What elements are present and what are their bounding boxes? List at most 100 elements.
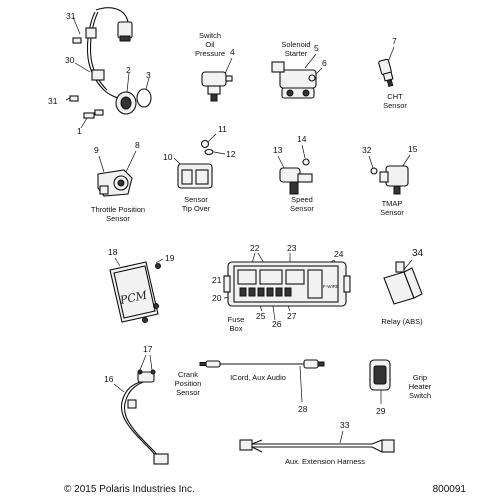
callout-5: 5 — [314, 43, 319, 53]
crank-connector — [153, 453, 169, 465]
caption-solenoid: Solenoid — [281, 40, 310, 49]
cht-sensor-group: 7 CHT Sensor — [378, 36, 407, 110]
leader — [299, 365, 303, 403]
mini-fuse — [275, 287, 283, 297]
callout-14: 14 — [297, 134, 307, 144]
leader — [368, 155, 374, 169]
caption-oil: Oil — [205, 40, 215, 49]
speed-sensor-head — [279, 167, 301, 183]
speed-sensor-flange — [297, 173, 313, 183]
leader — [277, 155, 285, 169]
leader — [139, 354, 147, 371]
callout-33: 33 — [340, 420, 350, 430]
callout-27: 27 — [287, 311, 297, 321]
callout-3: 3 — [146, 70, 151, 80]
tip-over-nut — [200, 139, 210, 149]
crank-screw — [137, 369, 143, 375]
callout-25: 25 — [256, 311, 266, 321]
leader — [207, 133, 217, 143]
caption-aux-harness: Aux. Extension Harness — [285, 457, 365, 466]
caption-starter: Starter — [285, 49, 308, 58]
callout-34: 34 — [412, 248, 424, 259]
caption-position: Position — [175, 379, 202, 388]
tip-over-plug — [181, 169, 193, 185]
pcm-screw — [142, 317, 148, 323]
tmap-sensor-group: 32 15 TMAP Sensor — [362, 144, 418, 217]
relay-abs-group: 34 Relay (ABS) — [381, 248, 423, 326]
callout-22: 22 — [250, 243, 260, 253]
tmap-flange — [379, 171, 389, 183]
callout-23: 23 — [287, 243, 297, 253]
fuse-slot — [259, 269, 283, 285]
caption-tip-over: Tip Over — [182, 204, 211, 213]
switch-hex — [207, 85, 221, 95]
leader — [301, 144, 306, 159]
caption-heater: Heater — [409, 382, 432, 391]
figure-number: 800091 — [433, 484, 467, 495]
pcm-inner-edge — [113, 265, 156, 319]
callout-10: 10 — [163, 152, 173, 162]
caption-cht: CHT — [387, 92, 403, 101]
caption-switch: Switch — [199, 31, 221, 40]
leader — [80, 117, 88, 129]
callout-26: 26 — [272, 319, 282, 329]
callout-16: 16 — [104, 374, 114, 384]
aux-harness-split-left — [251, 439, 263, 453]
callout-15: 15 — [408, 144, 418, 154]
aux-plug-right — [303, 359, 319, 369]
callout-8: 8 — [135, 140, 140, 150]
tip-over-plug-2 — [195, 169, 209, 185]
relay-side — [403, 267, 423, 299]
leader — [65, 97, 71, 101]
caption-crank-sensor: Sensor — [176, 388, 200, 397]
fuse-box-group: 22 23 24 21 20 25 26 27 F-WIRE Fuse Box — [212, 243, 351, 333]
pcm-label: PCM — [118, 288, 149, 307]
aux-harness-split-right — [371, 439, 383, 453]
callout-31b: 31 — [48, 96, 58, 106]
callout-9: 9 — [94, 145, 99, 155]
leader — [387, 46, 395, 63]
callout-4: 4 — [230, 47, 235, 57]
caption-crank: Crank — [178, 370, 198, 379]
fuse-slot — [285, 269, 305, 285]
nut — [308, 74, 316, 82]
fuse-slot — [237, 269, 257, 285]
callout-29: 29 — [376, 406, 386, 416]
mini-fuse — [266, 287, 274, 297]
crank-clip — [127, 399, 137, 409]
callout-20: 20 — [212, 293, 222, 303]
pcm-group: 18 19 PCM — [108, 247, 175, 323]
caption-throttle-sensor: Sensor — [106, 214, 130, 223]
harness-clip — [85, 27, 97, 39]
switch-terminal — [225, 75, 233, 82]
oil-pressure-switch-group: Switch Oil Pressure 4 — [195, 31, 235, 102]
aux-pin-left — [199, 362, 207, 366]
grip-heater-switch-group: 29 Grip Heater Switch — [369, 359, 432, 416]
speed-sensor-group: 13 14 Speed Sensor — [273, 134, 314, 213]
callout-12: 12 — [226, 149, 236, 159]
speed-sensor-screw — [302, 158, 310, 166]
terminal-post — [302, 89, 310, 97]
caption-tmap-sensor: Sensor — [380, 208, 404, 217]
crank-position-sensor-group: 17 16 Crank Position Sensor — [104, 344, 202, 465]
aux-plug-left — [205, 360, 221, 368]
caption-icord: ICord, Aux Audio — [230, 373, 286, 382]
screw-top — [72, 37, 82, 44]
callout-21: 21 — [212, 275, 222, 285]
relay-tab — [395, 261, 405, 273]
o2-sensor-harness-group: 31 30 2 3 31 1 — [48, 7, 152, 136]
mini-fuse — [257, 287, 265, 297]
leader — [213, 151, 226, 155]
caption-pressure: Pressure — [195, 49, 225, 58]
aux-harness-connector-left — [239, 439, 253, 451]
leader — [155, 258, 164, 264]
callout-6: 6 — [322, 58, 327, 68]
solenoid-starter-group: Solenoid Starter 5 6 — [271, 40, 327, 99]
caption-switch-label: Switch — [409, 391, 431, 400]
cht-tip — [386, 78, 394, 88]
tmap-screw — [370, 167, 378, 175]
tps-connector — [99, 185, 109, 195]
switch-head — [201, 71, 227, 87]
